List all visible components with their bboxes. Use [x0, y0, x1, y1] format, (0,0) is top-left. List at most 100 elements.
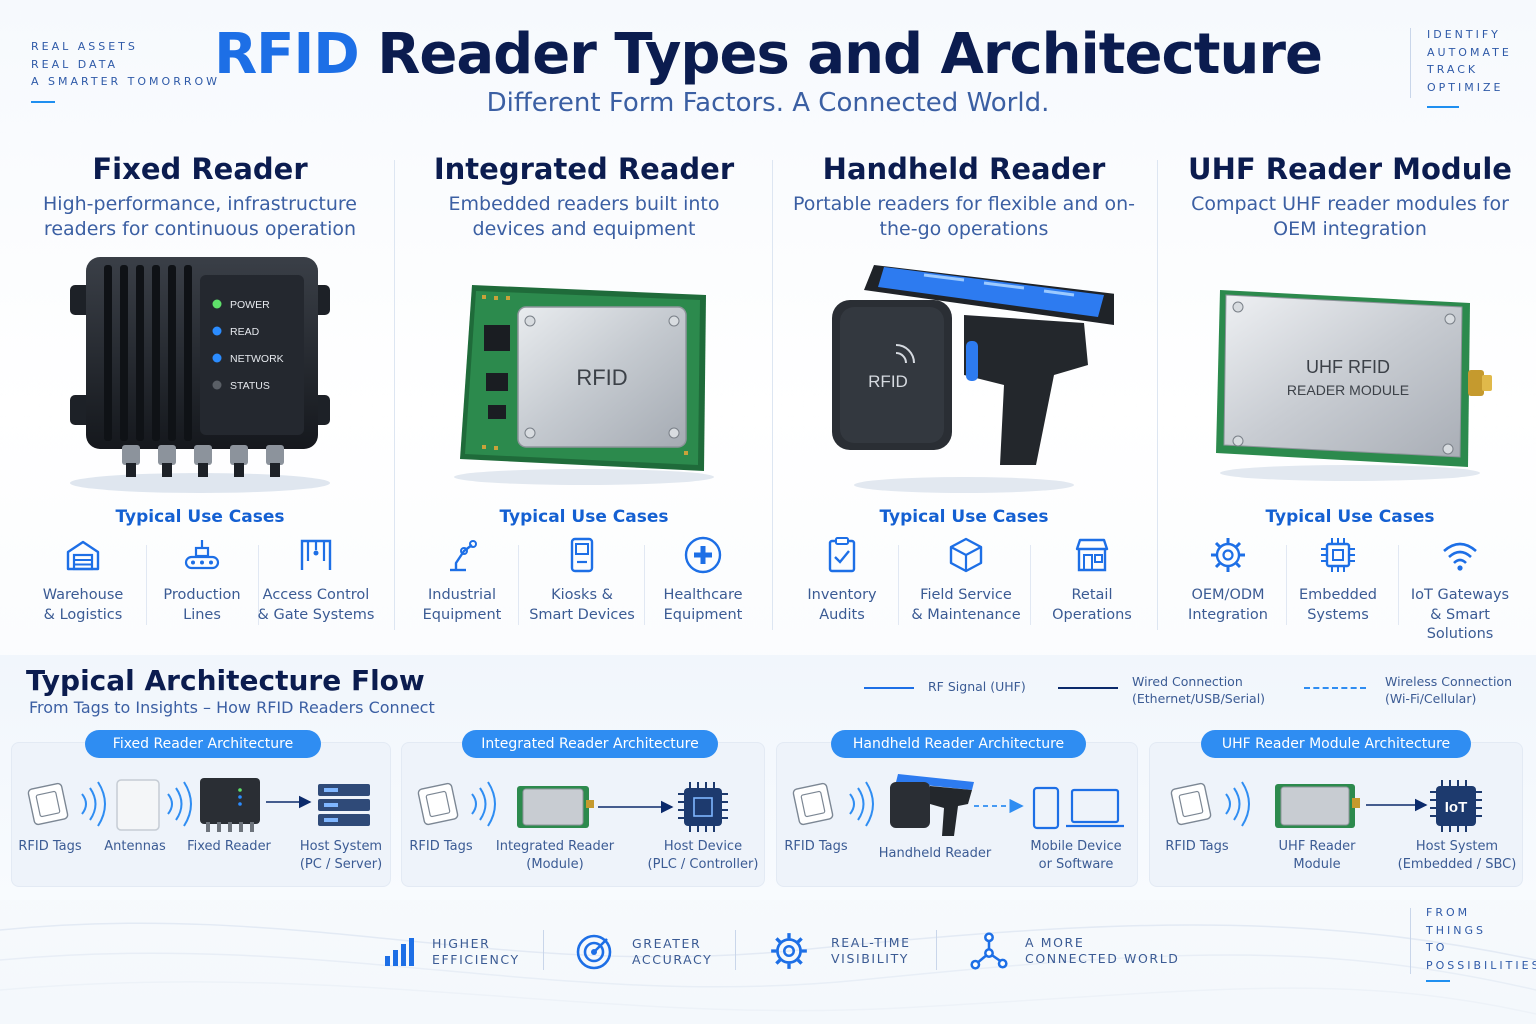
column-divider: [1157, 160, 1158, 630]
use-case-item: Kiosks & Smart Devices: [522, 535, 642, 625]
architecture-diagram: IoT: [27, 774, 1482, 836]
use-case-item: Warehouse & Logistics: [23, 535, 143, 625]
antenna-icon: [116, 779, 160, 831]
use-case-label: Field Service & Maintenance: [911, 587, 1021, 623]
use-case-item: Embedded Systems: [1278, 535, 1398, 625]
wifi-icon: [1443, 542, 1477, 571]
bar-chart-icon: [385, 938, 414, 966]
reader-card-fixed: Fixed Reader High-performance, infrastru…: [8, 150, 392, 635]
use-case-item: Industrial Equipment: [402, 535, 522, 625]
reader-card-uhf-module: UHF Reader Module Compact UHF reader mod…: [1158, 150, 1536, 642]
gate-icon: [300, 539, 332, 570]
reader-description: High-performance, infrastructure readers…: [43, 193, 357, 240]
column-divider: [394, 160, 395, 630]
use-case-label: IoT Gateways & Smart Solutions: [1410, 587, 1510, 642]
rf-waves-icon: [1225, 781, 1250, 827]
network-icon: [970, 932, 1008, 970]
legend-swatch-wired: [1058, 687, 1118, 689]
uhf-module-image: UHF RFID READER MODULE: [1216, 290, 1492, 481]
legend-label: Wireless Connection (Wi-Fi/Cellular): [1385, 674, 1513, 706]
benefit-item: REAL-TIME VISIBILITY: [768, 930, 911, 972]
gear-icon: [771, 933, 807, 969]
divider: [1410, 908, 1411, 974]
controller-chip-icon: [678, 782, 728, 832]
use-case-label: Healthcare Equipment: [663, 587, 743, 623]
node-label: Fixed Reader: [187, 839, 271, 854]
benefit-label: REAL-TIME VISIBILITY: [831, 934, 911, 967]
benefit-label: A MORE CONNECTED WORLD: [1025, 934, 1180, 967]
target-icon: [576, 934, 612, 970]
robot-arm-icon: [450, 540, 477, 572]
legend-swatch-wireless: [1304, 687, 1366, 689]
rfid-tag-icon: [792, 782, 834, 826]
accent-bar: [1427, 106, 1459, 108]
benefit-item: A MORE CONNECTED WORLD: [968, 930, 1180, 972]
kiosk-icon: [570, 537, 594, 573]
use-case-item: Retail Operations: [1032, 535, 1152, 625]
reader-title: Handheld Reader: [822, 152, 1106, 186]
use-case-item: Field Service & Maintenance: [906, 535, 1026, 625]
footer-tagline: FROM THINGS TO POSSIBILITIES: [1426, 904, 1536, 982]
tagline-line: POSSIBILITIES: [1426, 958, 1536, 972]
tagline-line: THINGS: [1426, 923, 1486, 937]
node-label: Handheld Reader: [878, 846, 992, 861]
benefit-divider: [735, 930, 736, 970]
use-case-divider: [258, 545, 259, 625]
tagline-line: AUTOMATE: [1427, 45, 1512, 59]
reader-title: UHF Reader Module: [1188, 152, 1512, 186]
clipboard-check-icon: [828, 537, 856, 573]
rfid-tag-icon: [1170, 782, 1212, 826]
storefront-icon: [1075, 538, 1109, 572]
divider: [1410, 28, 1411, 98]
reader-title: Fixed Reader: [92, 152, 308, 186]
node-label: Antennas: [104, 839, 166, 854]
node-label: RFID Tags: [18, 839, 82, 854]
tagline-line: REAL ASSETS: [31, 40, 138, 53]
node-label: Mobile Device or Software: [1030, 839, 1122, 872]
page-subtitle: Different Form Factors. A Connected Worl…: [486, 88, 1050, 118]
reader-description: Portable readers for flexible and on-the…: [793, 193, 1135, 240]
node-label: Host System (Embedded / SBC): [1397, 839, 1517, 872]
gear-icon: [1211, 538, 1245, 572]
title-accent: RFID: [214, 22, 360, 87]
use-case-divider: [898, 545, 899, 625]
architecture-pill: UHF Reader Module Architecture: [1201, 730, 1471, 758]
use-case-divider: [1030, 545, 1031, 625]
use-cases-heading: Typical Use Cases: [499, 507, 669, 527]
conveyor-icon: [184, 540, 220, 570]
integrated-reader-image: RFID: [454, 285, 714, 485]
architecture-subtitle: From Tags to Insights – How RFID Readers…: [29, 698, 435, 717]
node-label: RFID Tags: [784, 839, 848, 854]
medical-cross-icon: [684, 536, 722, 574]
architecture-title: Typical Architecture Flow: [26, 664, 425, 697]
tagline-left: REAL ASSETS REAL DATA A SMARTER TOMORROW: [31, 38, 220, 103]
architecture-pill: Integrated Reader Architecture: [462, 730, 718, 758]
use-case-divider: [644, 545, 645, 625]
legend-label: RF Signal (UHF): [928, 679, 1026, 694]
rfid-tag-icon: [27, 782, 69, 826]
architecture-pill: Fixed Reader Architecture: [85, 730, 321, 758]
fixed-reader-image: POWER READ NETWORK STATUS: [70, 257, 330, 493]
reader-title: Integrated Reader: [433, 152, 735, 186]
reader-description: Embedded readers built into devices and …: [448, 193, 720, 240]
column-divider: [772, 160, 773, 630]
handheld-reader-icon: [890, 774, 974, 836]
tagline-line: OPTIMIZE: [1427, 80, 1504, 94]
use-case-item: Access Control & Gate Systems: [256, 535, 376, 625]
tagline-line: A SMARTER TOMORROW: [31, 75, 221, 88]
accent-bar: [31, 100, 55, 103]
use-case-divider: [518, 545, 519, 625]
node-label: Host System (PC / Server): [299, 839, 383, 872]
reader-card-handheld: Handheld Reader Portable readers for fle…: [772, 150, 1156, 635]
use-case-item: OEM/ODM Integration: [1168, 535, 1288, 625]
use-case-item: Inventory Audits: [782, 535, 902, 625]
benefit-divider: [543, 930, 544, 970]
use-cases-heading: Typical Use Cases: [879, 507, 1049, 527]
architecture-panel-handheld: [776, 742, 1138, 887]
benefit-label: HIGHER EFFICIENCY: [432, 935, 520, 968]
use-case-divider: [146, 545, 147, 625]
benefit-item: HIGHER EFFICIENCY: [382, 934, 520, 970]
led-label: READ: [230, 326, 260, 338]
rf-waves-icon: [849, 781, 874, 827]
uhf-module-icon: [1275, 784, 1360, 828]
